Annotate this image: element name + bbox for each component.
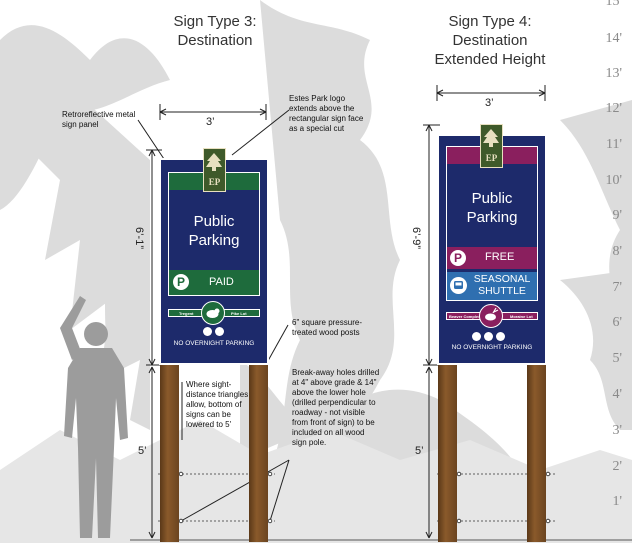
sign3-paid-label: PAID — [209, 276, 234, 288]
ruler-mark: 3' — [612, 423, 622, 438]
note-holes: Break-away holes drilled at 4" above gra… — [292, 368, 380, 447]
sign4-main-text: Public Parking — [447, 189, 537, 227]
ruler-mark: 2' — [612, 459, 622, 474]
ruler-mark: 1' — [612, 494, 622, 509]
sign4-free-band: P FREE — [447, 247, 537, 269]
sign4-title: Sign Type 4: Destination Extended Height — [415, 12, 565, 69]
person-silhouette — [60, 296, 128, 538]
shuttle-bus-icon — [450, 277, 467, 294]
sign3-logo-text: EP — [208, 177, 221, 187]
note-panel: Retroreflective metal sign panel — [62, 110, 136, 129]
sign3-panel-height-dim: 6’-1” — [133, 226, 146, 250]
ruler-mark: 5' — [612, 351, 622, 366]
tree-icon — [206, 153, 222, 171]
ruler-mark: 4' — [612, 387, 622, 402]
ruler-mark: 7' — [612, 280, 622, 295]
ruler-mark: 11' — [605, 137, 622, 152]
sign4-title-line1: Sign Type 4: — [448, 13, 532, 30]
sign4-title-line3: Extended Height — [434, 51, 546, 68]
accessible-icon — [472, 332, 481, 341]
note-posts: 6" square pressure-treated wood posts — [292, 318, 362, 337]
sign3-paid-band: P PAID — [169, 270, 259, 295]
sign4-shuttle-band: SEASONAL SHUTTLE — [447, 272, 537, 300]
ruler-mark: 8' — [612, 244, 622, 259]
note-sight: Where sight-distance triangles allow, bo… — [186, 380, 249, 429]
sign4-left-post — [438, 364, 457, 542]
sign3-ep-logo: EP — [203, 148, 226, 192]
sign4-shuttle-line2: SHUTTLE — [478, 285, 526, 297]
tree-icon — [483, 129, 499, 147]
sign3-main-line1: Public — [193, 213, 235, 230]
sign3-left-post — [160, 364, 179, 542]
sign3-lot-right: Pike Lot — [231, 311, 247, 316]
sign4-lot-right: Moraine Lot — [510, 314, 533, 319]
parking-p-icon: P — [173, 274, 189, 290]
sign4-lot-left: Beaver Complex — [449, 314, 481, 319]
parking-p-icon: P — [450, 250, 466, 266]
ruler-mark: 13' — [605, 66, 622, 81]
bear-icon — [206, 308, 220, 318]
ruler-mark: 14' — [605, 31, 622, 46]
sign3-main-line2: Parking — [188, 232, 240, 249]
sign3-lot-left: Tregent — [179, 311, 194, 316]
sign3-title: Sign Type 3: Destination — [140, 12, 290, 50]
sign4-logo-text: EP — [485, 153, 498, 163]
sign4-animal-badge — [479, 304, 503, 328]
sign4-post-height-dim: 5’ — [415, 445, 424, 457]
sign3-right-post — [249, 364, 268, 542]
sign3-title-line1: Sign Type 3: — [173, 13, 257, 30]
rv-icon — [496, 332, 505, 341]
sign3-no-overnight: NO OVERNIGHT PARKING — [173, 340, 255, 347]
sign4-shuttle-line1: SEASONAL — [473, 273, 531, 285]
sign4-main-line2: Parking — [466, 209, 518, 226]
sign4-main-line1: Public — [471, 190, 513, 207]
sign3-post-height-dim: 5’ — [138, 445, 147, 457]
sign3-animal-badge — [201, 301, 225, 325]
restroom-icon — [215, 327, 224, 336]
mountain-silhouettes — [0, 420, 632, 543]
ruler-mark: 6' — [612, 315, 622, 330]
note-logo: Estes Park logo extends above the rectan… — [289, 94, 364, 133]
sign3-main-text: Public Parking — [169, 212, 259, 250]
sign4-right-post — [527, 364, 546, 542]
accessible-icon — [203, 327, 212, 336]
sign4-no-overnight: NO OVERNIGHT PARKING — [451, 344, 533, 351]
sign4-width-dim: 3’ — [485, 97, 494, 109]
restroom-icon — [484, 332, 493, 341]
sign3-width-dim: 3’ — [206, 116, 215, 128]
ruler-mark: 10' — [605, 173, 622, 188]
sign4-panel-height-dim: 6’-9” — [410, 226, 423, 250]
sign3-title-line2: Destination — [177, 32, 253, 49]
sign4-ep-logo: EP — [480, 124, 503, 168]
sign4-free-label: FREE — [485, 251, 515, 263]
ruler-mark: 15' — [605, 0, 622, 9]
ruler-mark: 9' — [612, 208, 622, 223]
ruler-mark: 12' — [605, 101, 622, 116]
elk-icon — [485, 307, 499, 321]
sign4-shuttle-text: SEASONAL SHUTTLE — [469, 273, 535, 297]
sign4-title-line2: Destination — [452, 32, 528, 49]
